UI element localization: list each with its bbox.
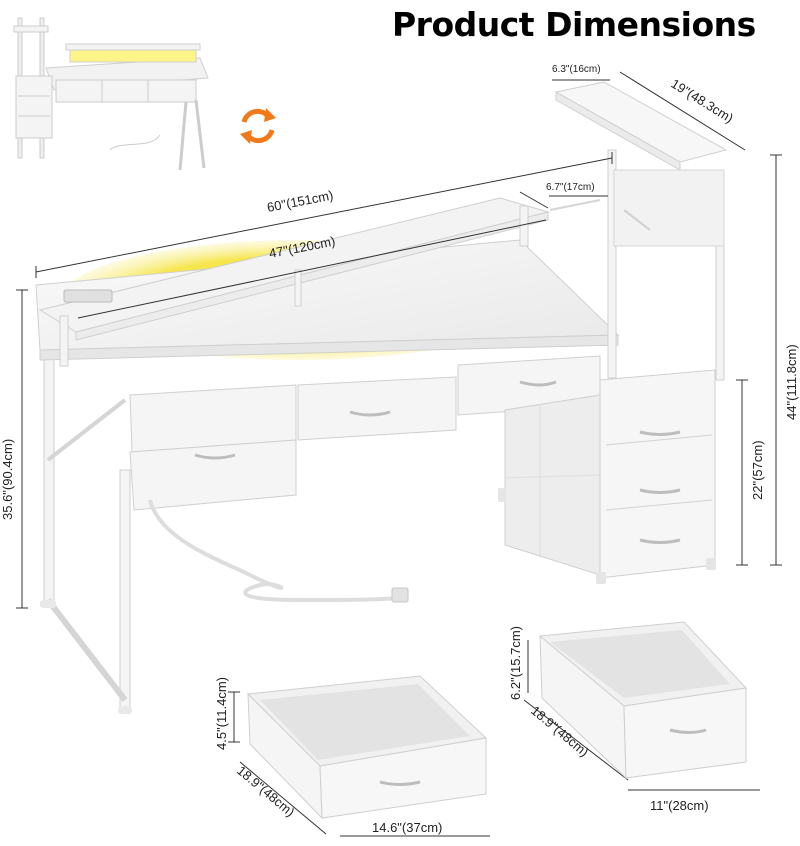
small-drawer [246, 675, 488, 820]
page-title: Product Dimensions [392, 5, 756, 44]
label-top-depth: 6.3"(16cm) [552, 64, 601, 75]
dimension-lines [16, 71, 782, 837]
large-drawer [538, 621, 748, 780]
label-desk-width: 60''(151cm) [266, 187, 335, 215]
label-large-drawer-width: 11"(28cm) [650, 798, 709, 813]
rotate-arrows-icon [240, 108, 276, 144]
label-top-width: 19"(48.3cm) [668, 76, 736, 126]
label-riser-depth: 6.7"(17cm) [546, 182, 595, 193]
label-small-drawer-width: 14.6"(37cm) [372, 820, 442, 835]
label-cabinet-height: 22"(57cm) [750, 440, 765, 500]
label-desk-height: 35.6"(90.4cm) [0, 439, 15, 520]
label-shelf-height: 44"(111.8cm) [784, 344, 799, 420]
label-large-drawer-height: 6.2"(15.7cm) [508, 626, 523, 700]
label-small-drawer-height: 4.5"(11.4cm) [214, 677, 229, 750]
thumbnail-desk [12, 8, 212, 178]
